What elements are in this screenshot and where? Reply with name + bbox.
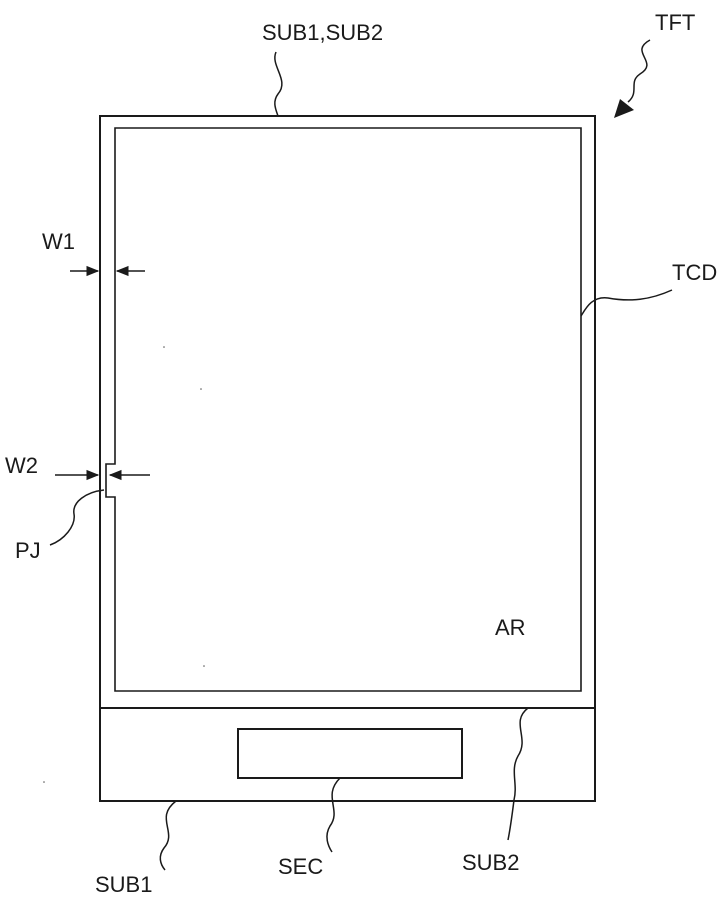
- leader-sub1: [160, 801, 176, 870]
- substrate-sub1-outline: [100, 116, 595, 801]
- label-sub1-sub2: SUB1,SUB2: [262, 20, 383, 45]
- speckle-dot: [163, 346, 165, 348]
- leader-sub1-sub2: [275, 52, 282, 116]
- leader-sub2: [508, 708, 528, 840]
- tft-arrowhead: [614, 99, 634, 118]
- speckle-dot: [43, 781, 45, 783]
- leader-sec: [327, 778, 340, 852]
- tcd-film-outline: [106, 128, 581, 691]
- label-w1: W1: [42, 229, 75, 254]
- label-sub1: SUB1: [95, 872, 152, 897]
- label-ar: AR: [495, 615, 526, 640]
- leader-tft: [628, 40, 650, 102]
- label-tft: TFT: [655, 10, 695, 35]
- speckle-dot: [200, 388, 202, 390]
- sec-chip: [238, 729, 462, 778]
- label-pj: PJ: [15, 538, 41, 563]
- speckle-dot: [203, 665, 205, 667]
- label-sec: SEC: [278, 854, 323, 879]
- label-tcd: TCD: [672, 260, 717, 285]
- label-w2: W2: [5, 453, 38, 478]
- label-sub2: SUB2: [462, 850, 519, 875]
- leader-pj: [50, 490, 104, 545]
